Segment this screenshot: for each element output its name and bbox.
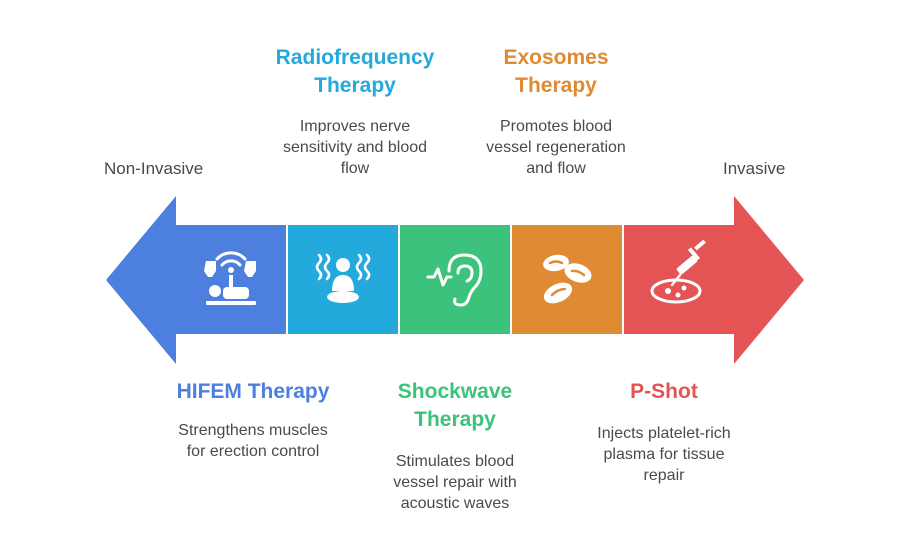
doctor-patient-icon <box>204 251 256 305</box>
ear-sound-wave-icon <box>426 253 483 307</box>
therapy-title-shockwave: Shockwave Therapy <box>397 380 513 431</box>
left-arrowhead <box>106 196 176 364</box>
person-heat-waves-icon <box>315 253 371 303</box>
right-arrowhead <box>734 196 804 364</box>
segment-shockwave <box>400 225 510 334</box>
therapy-desc-shockwave: Stimulates blood vessel repair with acou… <box>393 453 517 512</box>
therapy-title-exosomes: Exosomes Therapy <box>503 46 609 97</box>
therapy-desc-exosomes: Promotes blood vessel regeneration and f… <box>486 118 626 177</box>
segment-exosomes <box>512 225 622 334</box>
blood-cells-icon <box>543 254 592 304</box>
segment-radiofrequency <box>288 225 398 334</box>
segment-pshot <box>624 225 734 334</box>
scale-label-right: Invasive <box>723 159 786 178</box>
therapy-desc-hifem: Strengthens muscles for erection control <box>178 422 328 460</box>
scale-label-left: Non-Invasive <box>104 159 204 178</box>
syringe-dish-icon <box>650 239 706 304</box>
therapy-desc-pshot: Injects platelet-rich plasma for tissue … <box>597 425 731 484</box>
therapy-desc-radiofrequency: Improves nerve sensitivity and blood flo… <box>282 118 428 177</box>
therapy-title-hifem: HIFEM Therapy <box>176 380 330 403</box>
segment-hifem <box>176 225 286 334</box>
therapy-title-pshot: P-Shot <box>630 380 698 403</box>
therapy-title-radiofrequency: Radiofrequency Therapy <box>275 46 435 97</box>
